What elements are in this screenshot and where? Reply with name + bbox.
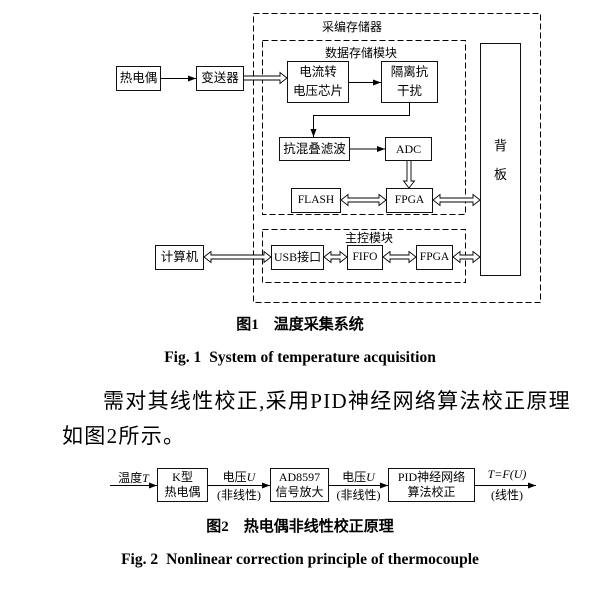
pid-neural-network-block: PID神经网络 算法校正 bbox=[388, 468, 475, 502]
usb-label: USB接口 bbox=[273, 250, 322, 264]
output-formula-label: T=F(U) bbox=[487, 467, 527, 481]
input-temperature-label: 温度T bbox=[110, 471, 157, 485]
figure-2-title-en: Nonlinear correction principle of thermo… bbox=[166, 551, 479, 568]
backplane-block: 背 板 bbox=[480, 43, 521, 276]
body-text-line-2: 如图2所示。 bbox=[62, 424, 186, 448]
fifo-label: FIFO bbox=[352, 251, 378, 263]
iv-chip-label-line-2: 电压芯片 bbox=[292, 84, 343, 98]
storage-unit-title: 采编存储器 bbox=[322, 20, 383, 34]
arrow-flash-fpga-bidirectional bbox=[340, 193, 387, 207]
flash-label: FLASH bbox=[297, 194, 335, 206]
data-storage-module-frame bbox=[262, 40, 466, 215]
arrow-storage-fpga-backplane-bidirectional bbox=[432, 193, 481, 207]
figure-1-caption-cn: 图1 温度采集系统 bbox=[0, 316, 600, 334]
figure-2-caption-cn: 图2 热电偶非线性校正原理 bbox=[0, 518, 600, 536]
flash-block: FLASH bbox=[291, 188, 341, 213]
fifo-block: FIFO bbox=[347, 245, 383, 270]
arrow-computer-usb-bidirectional bbox=[203, 250, 272, 264]
arrow-control-fpga-backplane-bidirectional bbox=[452, 250, 481, 264]
usb-interface-block: USB接口 bbox=[271, 245, 324, 270]
figure-2-title-cn: 热电偶非线性校正原理 bbox=[243, 519, 394, 535]
k-type-label-line-2: 热电偶 bbox=[164, 485, 201, 499]
signal-2-text: 电压 bbox=[342, 470, 367, 484]
isolation-label-line-2: 干扰 bbox=[396, 84, 422, 98]
arrow-isolation-to-anti-aliasing bbox=[310, 103, 410, 137]
figure-1-title-cn: 温度采集系统 bbox=[273, 317, 364, 333]
output-linear-note: (线性) bbox=[491, 488, 523, 502]
thermocouple-block: 热电偶 bbox=[116, 66, 161, 91]
anti-aliasing-filter-block: 抗混叠滤波 bbox=[279, 137, 350, 161]
arrow-usb-fifo-bidirectional bbox=[323, 250, 348, 264]
adc-block: ADC bbox=[385, 137, 432, 161]
pid-label-line-2: 算法校正 bbox=[407, 485, 456, 499]
signal-1-var: U bbox=[246, 470, 256, 484]
figure-2-caption-en: Fig. 2 Nonlinear correction principle of … bbox=[0, 551, 600, 569]
signal-1-voltage-label: 电压U bbox=[208, 470, 270, 484]
computer-label: 计算机 bbox=[160, 250, 199, 264]
input-temperature-var: T bbox=[142, 471, 149, 485]
backplane-label-line-2: 板 bbox=[493, 166, 507, 182]
amplifier-label-line-2: 信号放大 bbox=[275, 485, 324, 499]
computer-block: 计算机 bbox=[155, 245, 204, 270]
adc-label: ADC bbox=[395, 141, 422, 156]
isolation-block: 隔离抗 干扰 bbox=[381, 61, 438, 103]
signal-1-nonlinear-note: (非线性) bbox=[217, 488, 261, 502]
control-fpga-label: FPGA bbox=[419, 251, 450, 263]
ad8597-amplifier-block: AD8597 信号放大 bbox=[270, 468, 329, 502]
storage-fpga-block: FPGA bbox=[386, 188, 433, 213]
isolation-label-line-1: 隔离抗 bbox=[390, 65, 429, 79]
figure-1-caption-en: Fig. 1 System of temperature acquisition bbox=[0, 349, 600, 367]
anti-aliasing-label: 抗混叠滤波 bbox=[283, 141, 346, 156]
thermocouple-label: 热电偶 bbox=[119, 71, 158, 85]
k-type-label-line-1: K型 bbox=[172, 470, 193, 484]
amplifier-label-line-1: AD8597 bbox=[278, 470, 321, 484]
signal-2-voltage-label: 电压U bbox=[329, 470, 388, 484]
control-fpga-block: FPGA bbox=[416, 245, 453, 270]
figure-1-number-en: Fig. 1 bbox=[164, 349, 202, 366]
main-control-module-title: 主控模块 bbox=[345, 231, 394, 245]
k-type-thermocouple-block: K型 热电偶 bbox=[157, 468, 208, 502]
storage-fpga-label: FPGA bbox=[394, 194, 425, 206]
iv-converter-chip-block: 电流转 电压芯片 bbox=[287, 61, 349, 103]
figure-2-number-en: Fig. 2 bbox=[121, 551, 159, 568]
transmitter-label: 变送器 bbox=[201, 71, 239, 85]
iv-chip-label-line-1: 电流转 bbox=[299, 65, 337, 79]
pid-label-line-1: PID神经网络 bbox=[397, 470, 466, 484]
arrow-fifo-fpga-bidirectional bbox=[382, 250, 417, 264]
signal-2-var: U bbox=[366, 470, 375, 484]
input-temperature-text: 温度 bbox=[118, 471, 143, 485]
data-storage-module-title: 数据存储模块 bbox=[325, 46, 398, 60]
signal-2-nonlinear-note: (非线性) bbox=[336, 488, 381, 502]
transmitter-block: 变送器 bbox=[196, 66, 244, 91]
backplane-label-line-1: 背 bbox=[493, 137, 507, 153]
figure-2-number-cn: 图2 bbox=[206, 519, 229, 535]
figure-1-title-en: System of temperature acquisition bbox=[209, 349, 436, 366]
body-text-line-1: 需对其线性校正,采用PID神经网络算法校正原理 bbox=[103, 389, 571, 413]
figure-1-number-cn: 图1 bbox=[236, 317, 259, 333]
signal-1-text: 电压 bbox=[222, 470, 247, 484]
